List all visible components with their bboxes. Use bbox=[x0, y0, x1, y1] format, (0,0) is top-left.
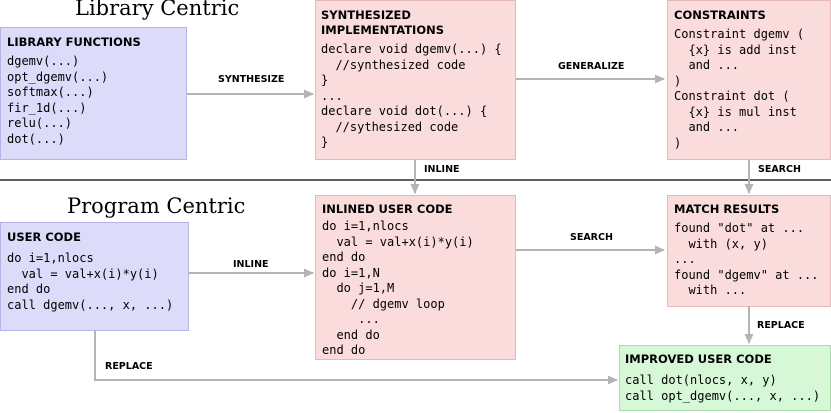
synthesized-implementations-title: SYNTHESIZED IMPLEMENTATIONS bbox=[321, 8, 445, 37]
user-code-code: do i=1,nlocs val = val+x(i)*y(i) end do … bbox=[7, 251, 174, 312]
match-results-code: found "dot" at ... with (x, y) ... found… bbox=[674, 221, 819, 297]
replace-right-label: REPLACE bbox=[757, 320, 805, 331]
constraints-box: CONSTRAINTS Constraint dgemv ( {x} is ad… bbox=[667, 0, 831, 160]
replace-bottom-label: REPLACE bbox=[105, 361, 153, 372]
library-functions-code: dgemv(...) opt_dgemv(...) softmax(...) f… bbox=[7, 54, 109, 146]
constraints-code: Constraint dgemv ( {x} is add inst and .… bbox=[674, 27, 805, 150]
user-code-title: USER CODE bbox=[7, 230, 81, 244]
replace-elbow-arrow bbox=[94, 331, 618, 385]
inlined-user-code-code: do i=1,nlocs val = val+x(i)*y(i) end do … bbox=[322, 219, 474, 357]
improved-user-code-title: IMPROVED USER CODE bbox=[625, 352, 772, 366]
inlined-user-code-title: INLINED USER CODE bbox=[322, 202, 453, 216]
program-centric-heading: Program Centric bbox=[67, 194, 246, 218]
inline-left-label: INLINE bbox=[233, 259, 269, 270]
improved-user-code-box: IMPROVED USER CODE call dot(nlocs, x, y)… bbox=[619, 345, 831, 411]
constraints-title: CONSTRAINTS bbox=[674, 8, 766, 22]
match-results-box: MATCH RESULTS found "dot" at ... with (x… bbox=[667, 195, 831, 307]
match-results-title: MATCH RESULTS bbox=[674, 202, 780, 216]
search-mid-label: SEARCH bbox=[570, 232, 613, 243]
user-code-box: USER CODE do i=1,nlocs val = val+x(i)*y(… bbox=[0, 222, 189, 331]
synthesized-implementations-code: declare void dgemv(...) { //synthesized … bbox=[321, 42, 502, 149]
improved-user-code-code: call dot(nlocs, x, y) call opt_dgemv(...… bbox=[625, 373, 821, 403]
generalize-label: GENERALIZE bbox=[558, 61, 625, 72]
search-right-label: SEARCH bbox=[758, 164, 801, 175]
inlined-user-code-box: INLINED USER CODE do i=1,nlocs val = val… bbox=[315, 195, 516, 360]
inline-top-label: INLINE bbox=[424, 164, 460, 175]
library-centric-heading: Library Centric bbox=[75, 0, 240, 20]
synthesized-implementations-box: SYNTHESIZED IMPLEMENTATIONS declare void… bbox=[315, 0, 516, 160]
library-functions-box: LIBRARY FUNCTIONS dgemv(...) opt_dgemv(.… bbox=[0, 27, 187, 160]
synthesize-label: SYNTHESIZE bbox=[218, 74, 285, 85]
library-functions-title: LIBRARY FUNCTIONS bbox=[7, 35, 141, 49]
